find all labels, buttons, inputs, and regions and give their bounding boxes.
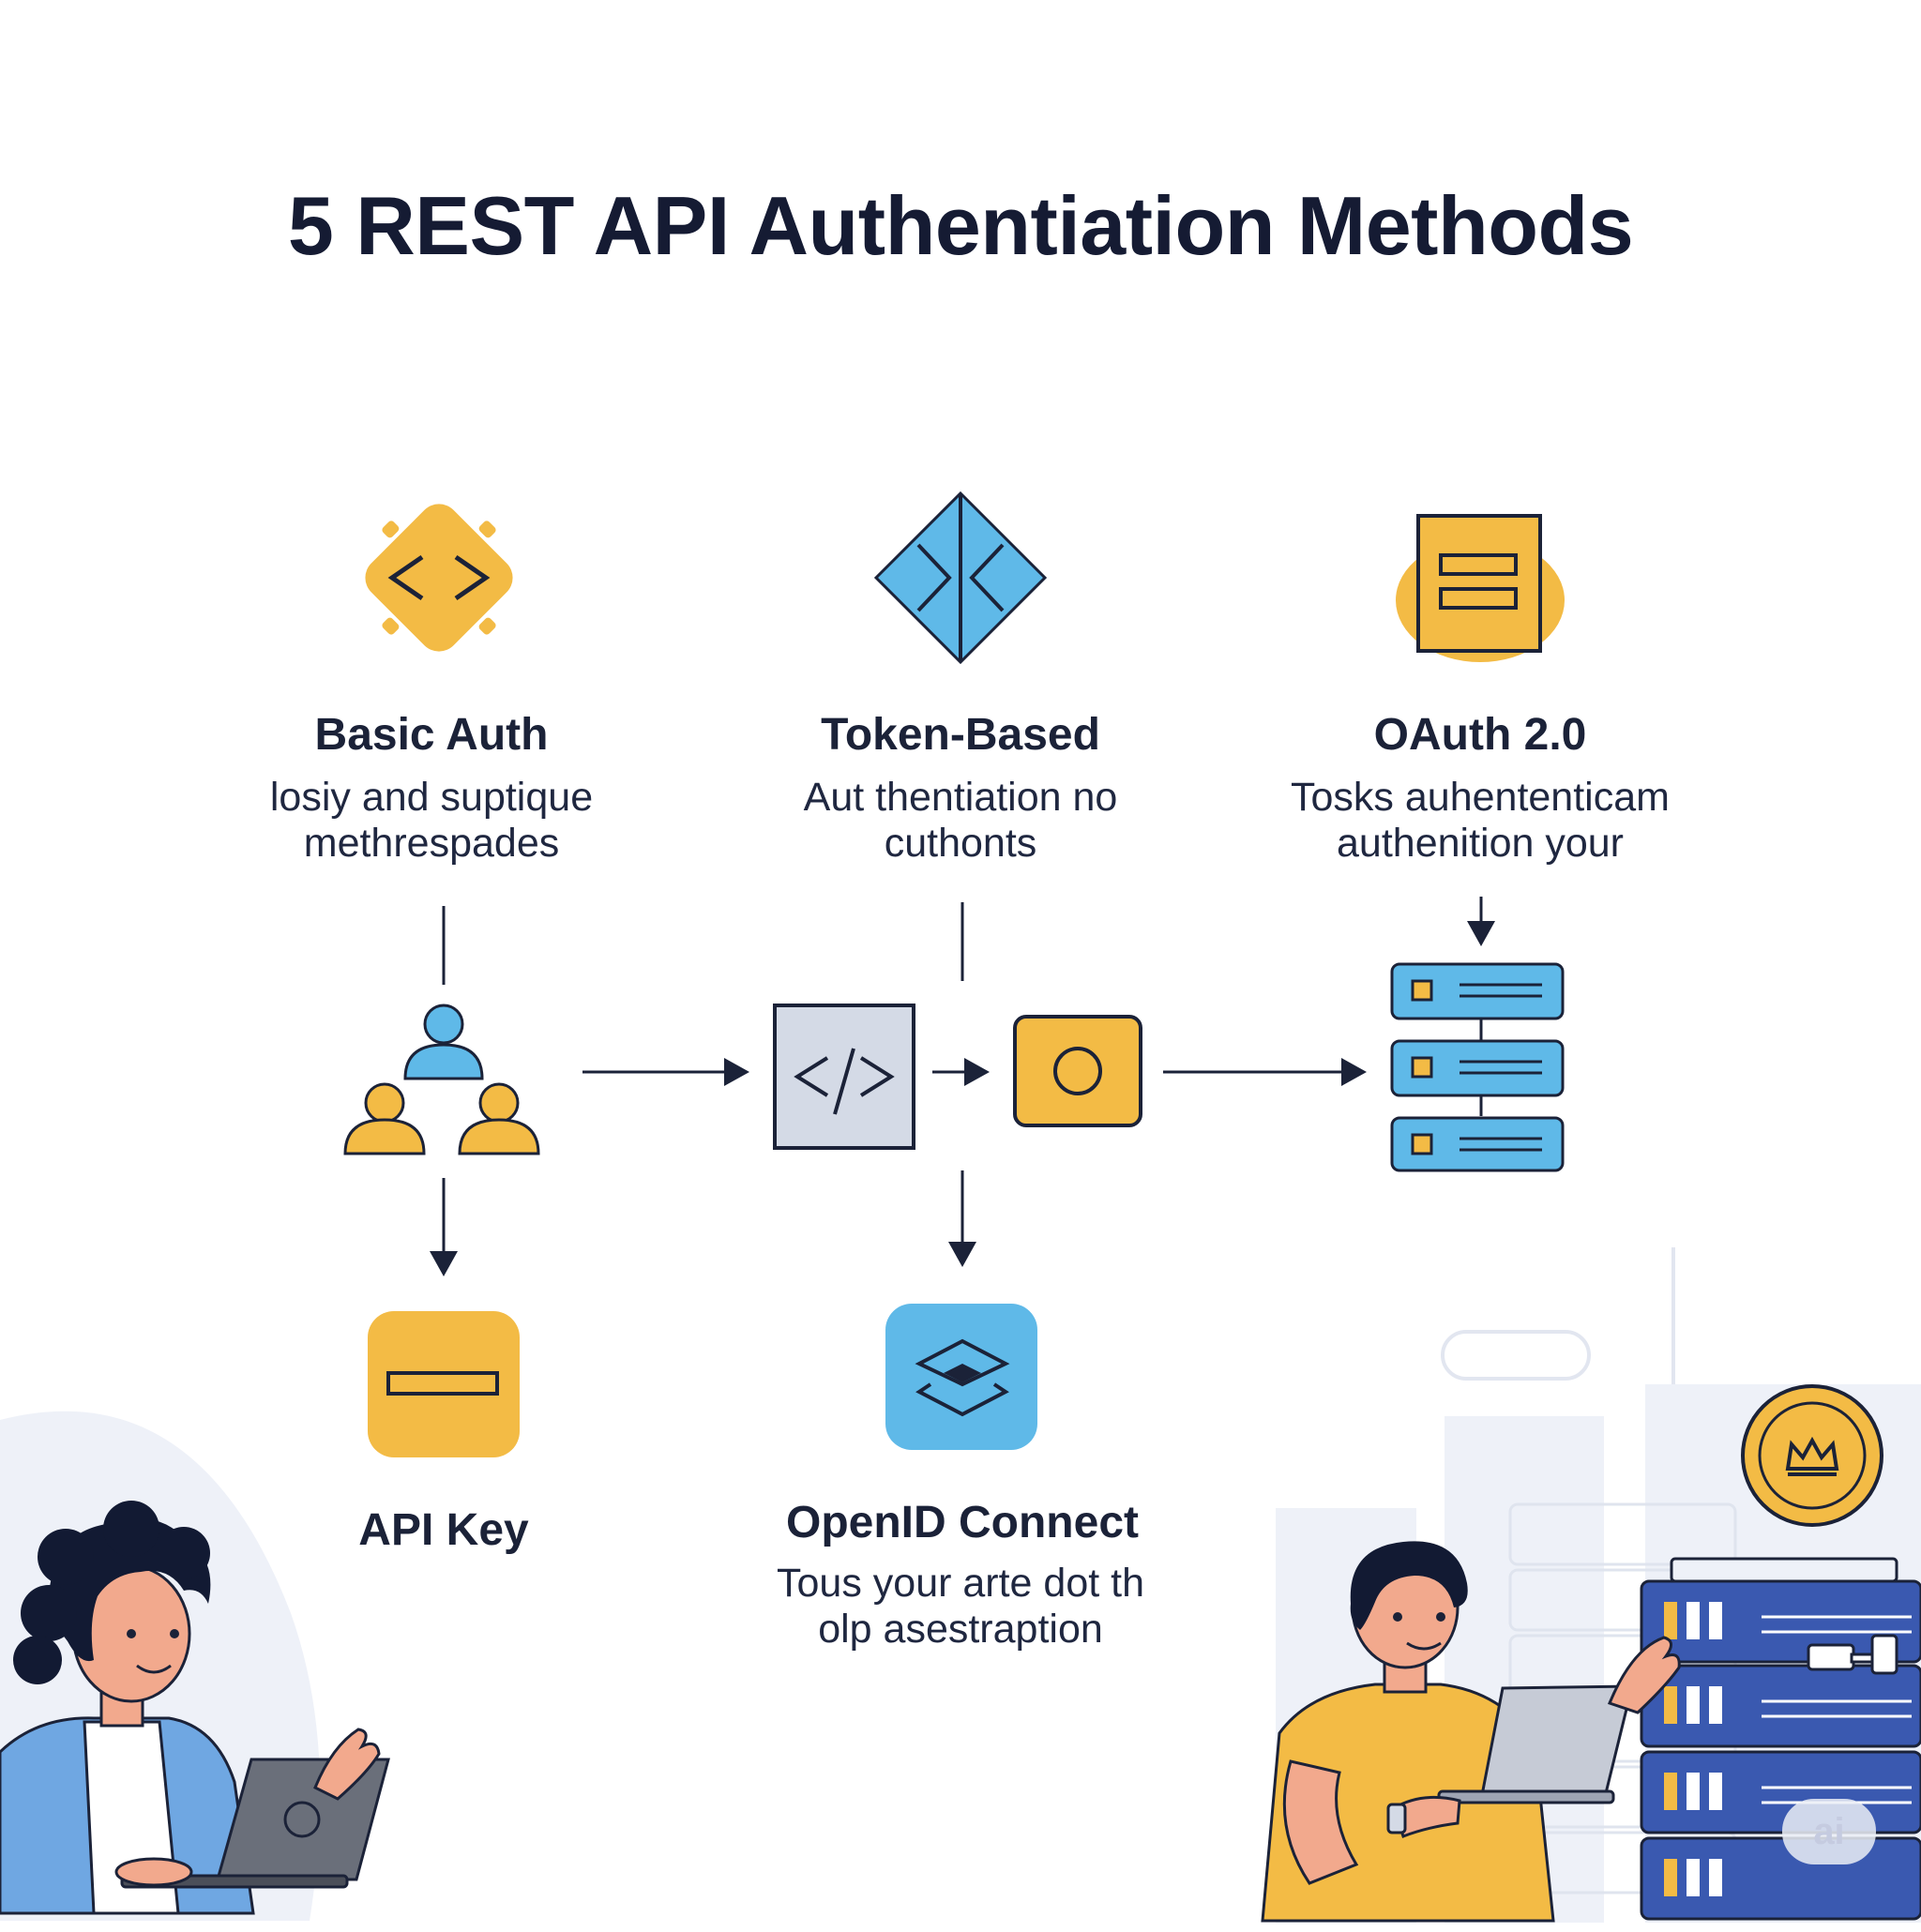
document-icon (1396, 514, 1565, 662)
watermark-badge: ai (1782, 1799, 1876, 1864)
method-description-token-based: Aut thentiation no cuthonts (803, 775, 1118, 866)
method-title-token-based: Token-Based (821, 710, 1100, 760)
person-with-laptop-left (0, 1501, 390, 1915)
method-title-api-key: API Key (358, 1505, 529, 1555)
method-description-openid: Tous your arte dot th olp asestraption (777, 1561, 1144, 1652)
code-box-icon (773, 1004, 915, 1150)
method-description-basic-auth: losiy and suptique methrespades (269, 775, 594, 866)
method-title-basic-auth: Basic Auth (314, 710, 549, 760)
page-title: 5 REST API Authentiation Methods (287, 179, 1634, 272)
users-group-icon (343, 1004, 540, 1155)
method-title-openid: OpenID Connect (785, 1498, 1139, 1547)
layers-icon (885, 1304, 1037, 1450)
server-rack-icon (1640, 1557, 1921, 1921)
method-title-oauth: OAuth 2.0 (1373, 710, 1587, 760)
crown-coin-icon (1741, 1384, 1883, 1527)
code-diamond-icon (365, 504, 513, 652)
token-circle-icon (1013, 1015, 1142, 1127)
server-stack-icon (1390, 962, 1565, 1172)
person-with-laptop-right (1261, 1541, 1681, 1923)
arrows-diamond-icon (873, 491, 1048, 665)
key-card-icon (368, 1311, 520, 1457)
method-description-oauth: Tosks auhententicam authenition your (1291, 775, 1670, 866)
